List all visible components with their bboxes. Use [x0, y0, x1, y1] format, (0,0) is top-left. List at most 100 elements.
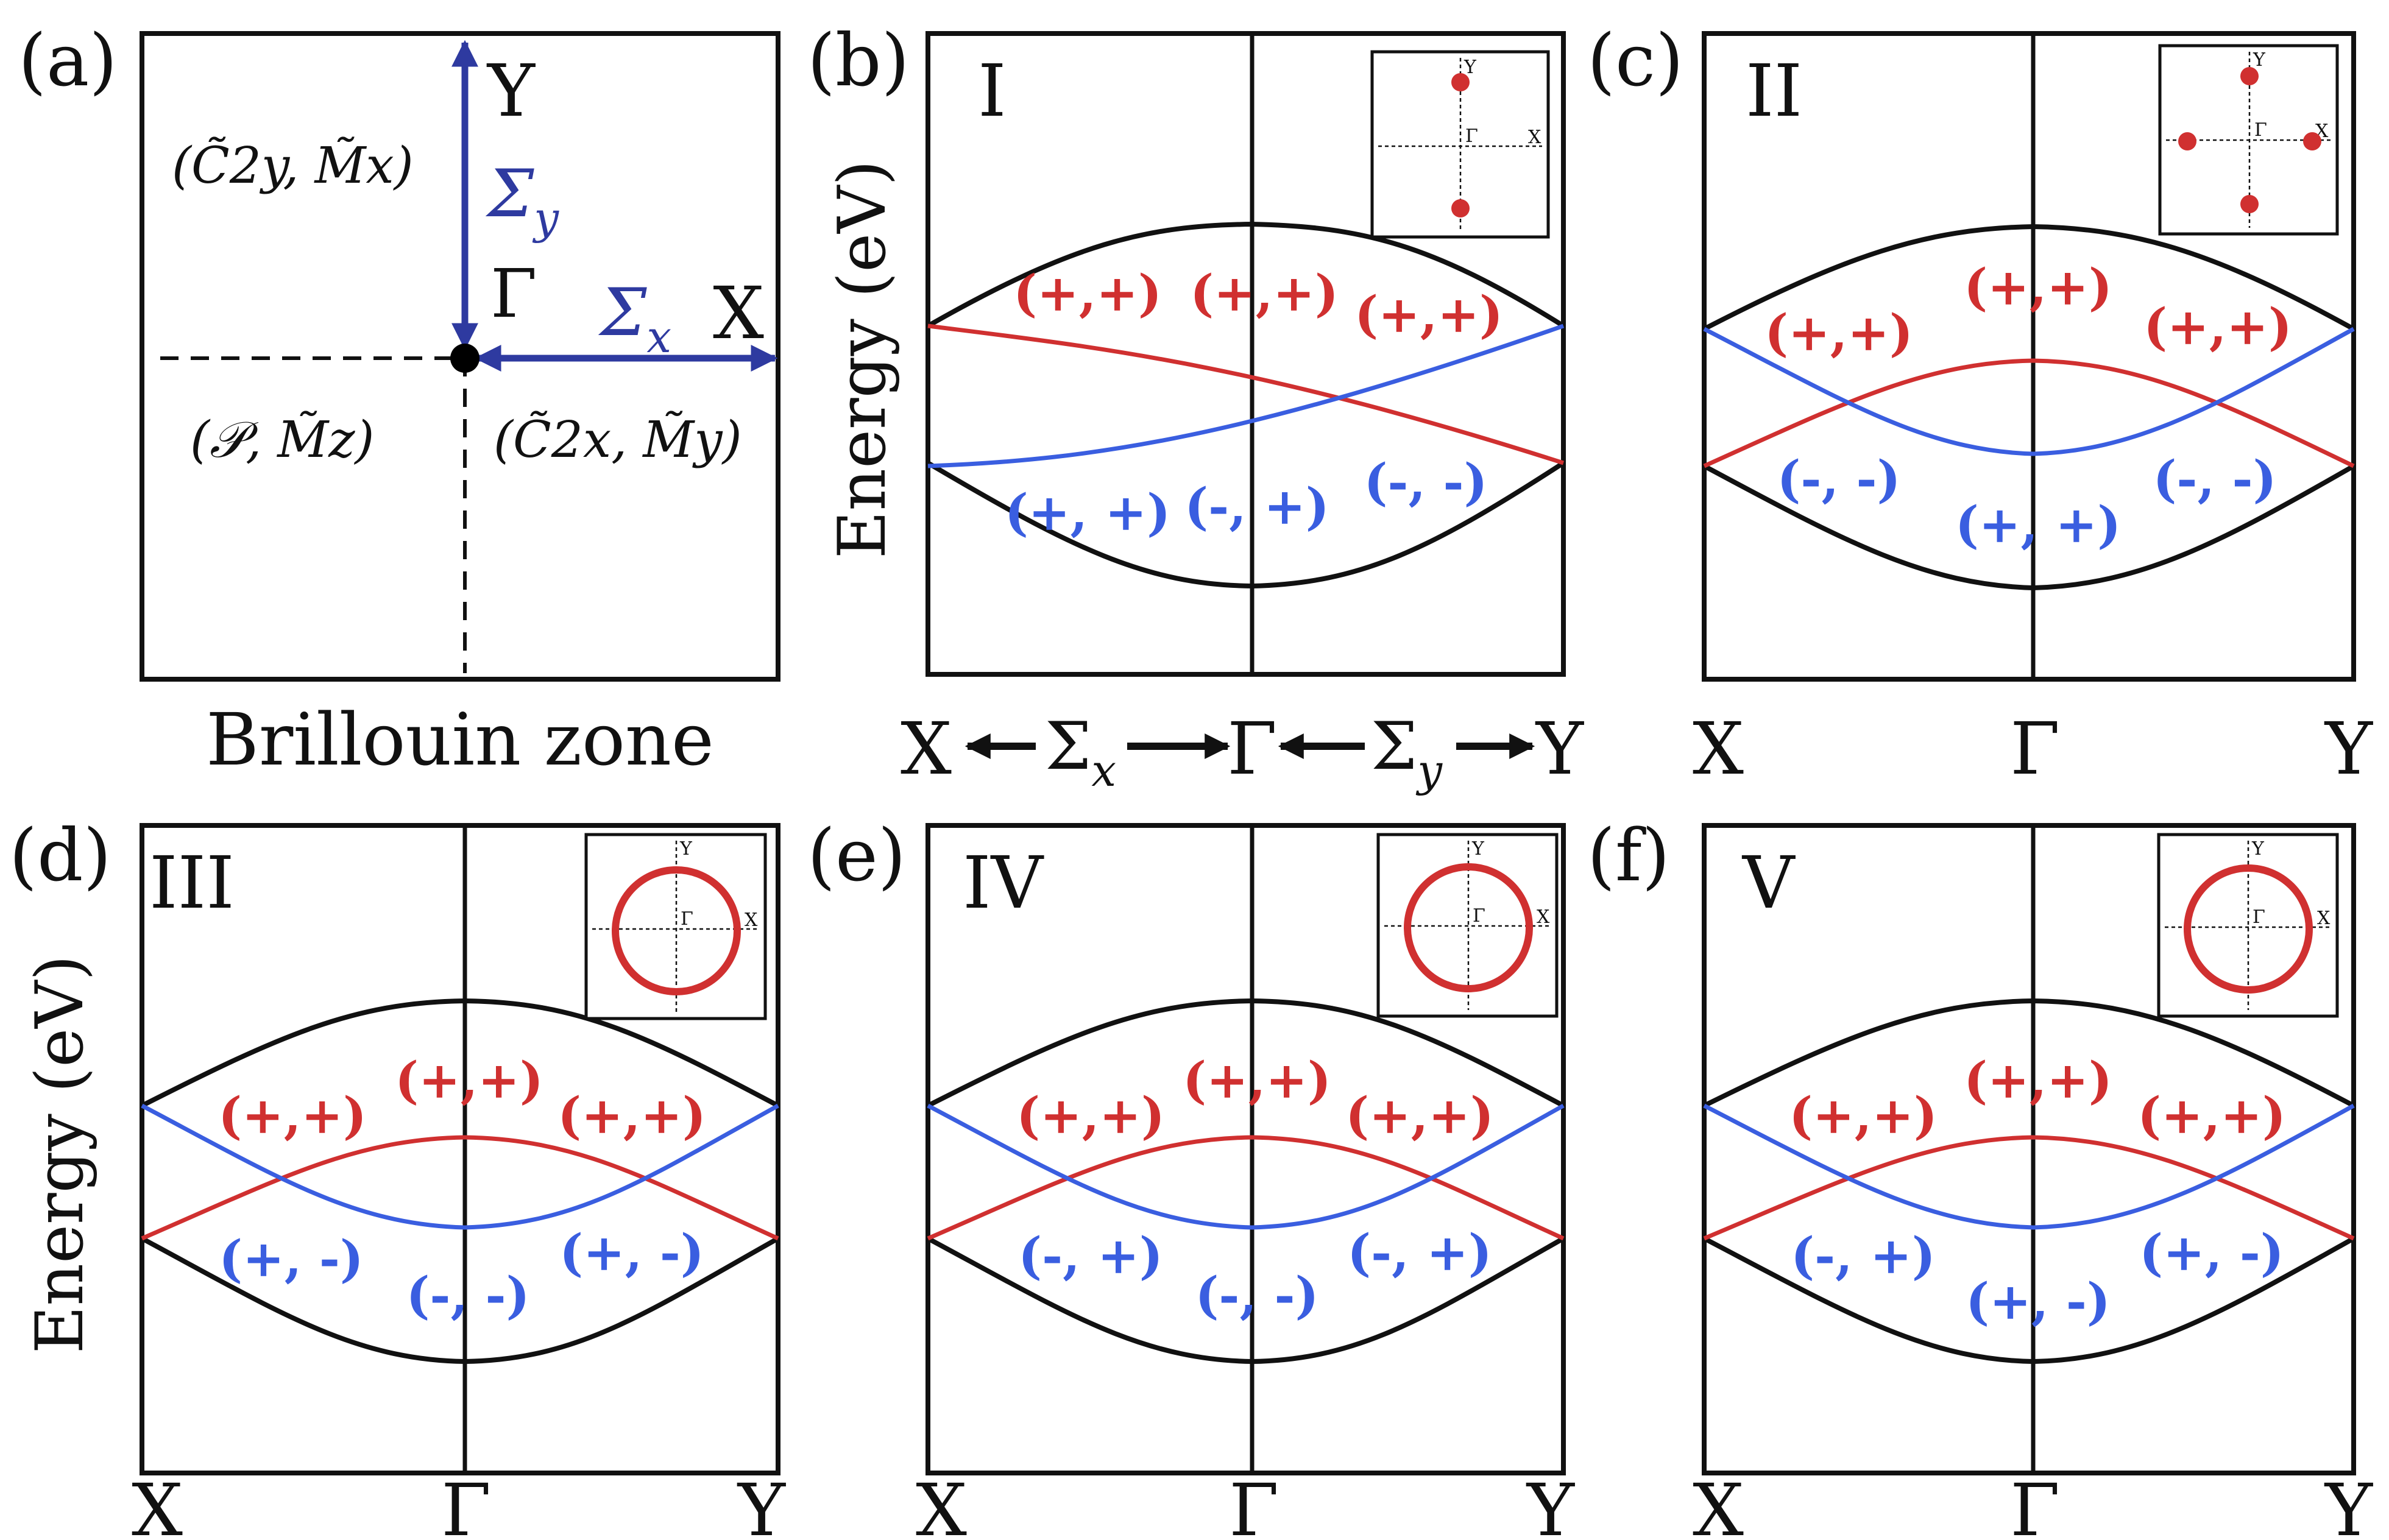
- label-gamma-point: Γ: [490, 255, 537, 333]
- panel-b-red-label-3: (+,+): [1354, 286, 1503, 344]
- panel-d-roman: III: [149, 841, 235, 925]
- label-sigma-x: Σx: [598, 275, 671, 362]
- inset-node-top: [2240, 67, 2259, 85]
- panel-f-roman: V: [1741, 841, 1796, 925]
- tick-gamma: Γ: [1227, 707, 1277, 791]
- panel-d-blue-label-1: (+, -): [219, 1230, 363, 1288]
- panel-b-red-label-1: (+,+): [1013, 264, 1162, 323]
- gamma-point-dot: [450, 344, 480, 373]
- inset-nodal-ring: [1404, 863, 1533, 992]
- panel-b-tag: (b): [807, 18, 910, 102]
- inset-label-gamma: Γ: [2253, 906, 2265, 928]
- panel-e-inset: Y X Γ: [1376, 833, 1559, 1018]
- panel-b-blue-band: [927, 323, 1565, 468]
- brillouin-zone-frame: [140, 31, 780, 682]
- inset-label-gamma: Γ: [1465, 125, 1478, 147]
- inset-nodal-ring: [2184, 864, 2313, 994]
- label-x-point: X: [713, 271, 764, 355]
- inset-label-y: Y: [1463, 57, 1477, 78]
- ylabel-top: Energy (eV): [824, 160, 901, 559]
- symmetry-y-axis: (C̃2y, M̃x): [172, 136, 414, 195]
- panel-f-blue-band: [1703, 1103, 2355, 1230]
- ylabel-bottom: Energy (eV): [22, 955, 98, 1354]
- panel-d-lower-black-band: [141, 1236, 779, 1365]
- panel-d-red-label-3: (+,+): [557, 1087, 706, 1145]
- panel-a-caption: Brillouin zone: [206, 698, 714, 782]
- inset-label-x: X: [1537, 906, 1550, 928]
- panel-c-tick-gamma: Γ: [2010, 707, 2060, 791]
- panel-b-roman: I: [978, 49, 1007, 133]
- panel-d-blue-label-2: (-, -): [406, 1266, 530, 1325]
- inset-nodal-ring: [612, 866, 741, 995]
- panel-e-roman: IV: [963, 841, 1044, 925]
- panel-f-blue-label-2: (+, -): [1966, 1273, 2110, 1331]
- inset-node-top: [1451, 73, 1470, 91]
- panel-b-inset: Y X Γ: [1370, 50, 1550, 239]
- panel-b-blue-label-1: (+, +): [1005, 484, 1170, 542]
- tick-y: Y: [1535, 707, 1584, 791]
- inset-label-gamma: Γ: [2254, 119, 2267, 141]
- panel-b-blue-label-2: (-, +): [1184, 478, 1329, 536]
- panel-e-lower-black-band: [927, 1236, 1565, 1365]
- label-sigma-y-axis: Σy: [1371, 708, 1443, 796]
- panel-e-blue-label-1: (-, +): [1018, 1227, 1163, 1285]
- panel-e: (e) IV (+,+) (+,+) (+,+) (-, +) (-, -) (…: [807, 813, 1575, 1540]
- panel-e-tag: (e): [807, 813, 906, 897]
- inset-label-x: X: [1528, 127, 1541, 148]
- panel-c: (c) II (+,+) (+,+) (+,+) (-, -) (+, +) (…: [1587, 18, 2373, 791]
- panel-c-blue-label-3: (-, -): [2153, 450, 2277, 509]
- panel-c-red-label-1: (+,+): [1764, 304, 1913, 362]
- panel-f-upper-black-band: [1703, 998, 2355, 1108]
- label-y-point: Y: [486, 49, 536, 133]
- inset-label-y: Y: [2253, 49, 2266, 71]
- inset-label-y: Y: [2251, 838, 2265, 860]
- panel-e-blue-label-3: (-, +): [1347, 1224, 1492, 1282]
- panel-b: (b) I (+,+) (+,+) (+,+) (+, +) (-, +) (-…: [807, 18, 1566, 677]
- panel-e-frame: [926, 823, 1566, 1475]
- label-sigma-x-axis: Σx: [1045, 708, 1116, 796]
- panel-c-red-band: [1703, 358, 2355, 468]
- panel-a: (a) Y X Γ Σy Σx (C̃2y, M̃x) (C̃2x, M̃y) …: [18, 18, 780, 782]
- panel-f: (f) V (+,+) (+,+) (+,+) (-, +) (+, -) (+…: [1587, 813, 2373, 1540]
- panel-d-blue-label-3: (+, -): [559, 1224, 704, 1282]
- panel-f-tick-gamma: Γ: [2010, 1468, 2060, 1540]
- panel-f-tick-y: Y: [2324, 1468, 2373, 1540]
- tick-x: X: [901, 707, 952, 791]
- panel-d-tick-y: Y: [737, 1468, 786, 1540]
- panel-e-red-label-3: (+,+): [1345, 1087, 1494, 1145]
- label-sigma-y: Σy: [485, 156, 559, 244]
- inset-node-bottom: [1451, 199, 1470, 217]
- panel-f-tag: (f): [1587, 813, 1670, 897]
- panel-f-frame: [1702, 823, 2356, 1475]
- panel-c-blue-band: [1703, 327, 2355, 456]
- panel-c-blue-label-2: (+, +): [1955, 496, 2121, 554]
- panel-c-tag: (c): [1587, 18, 1683, 102]
- panel-e-red-band: [927, 1135, 1565, 1241]
- panel-d-frame: [140, 823, 780, 1475]
- panel-d-tick-gamma: Γ: [441, 1468, 491, 1540]
- inset-node-right: [2303, 132, 2321, 150]
- panel-b-frame: [926, 31, 1566, 677]
- panel-e-upper-black-band: [927, 998, 1565, 1108]
- panel-a-tag: (a): [18, 18, 117, 102]
- panel-c-blue-label-1: (-, -): [1777, 450, 1901, 509]
- panel-f-red-label-2: (+,+): [1964, 1051, 2112, 1110]
- panel-e-tick-y: Y: [1526, 1468, 1575, 1540]
- inset-label-y: Y: [1471, 838, 1485, 860]
- panel-c-inset: Y X Γ: [2158, 44, 2339, 236]
- panel-d-upper-black-band: [141, 998, 779, 1108]
- panel-d-red-label-1: (+,+): [218, 1087, 367, 1145]
- panel-f-lower-black-band: [1703, 1236, 2355, 1365]
- panel-d-red-label-2: (+,+): [395, 1051, 543, 1110]
- panel-e-red-label-1: (+,+): [1016, 1087, 1165, 1145]
- inset-node-bottom: [2240, 195, 2259, 213]
- panel-b-xaxis: X Σx Γ Σy Y: [901, 707, 1584, 796]
- panel-e-red-label-2: (+,+): [1183, 1051, 1331, 1110]
- panel-b-upper-black-band: [927, 221, 1565, 328]
- panel-e-tick-gamma: Γ: [1229, 1468, 1279, 1540]
- panel-b-red-label-2: (+,+): [1190, 264, 1339, 323]
- panel-e-tick-x: X: [916, 1468, 967, 1540]
- panel-e-blue-band: [927, 1103, 1565, 1230]
- panel-b-lower-black-band: [926, 461, 1565, 589]
